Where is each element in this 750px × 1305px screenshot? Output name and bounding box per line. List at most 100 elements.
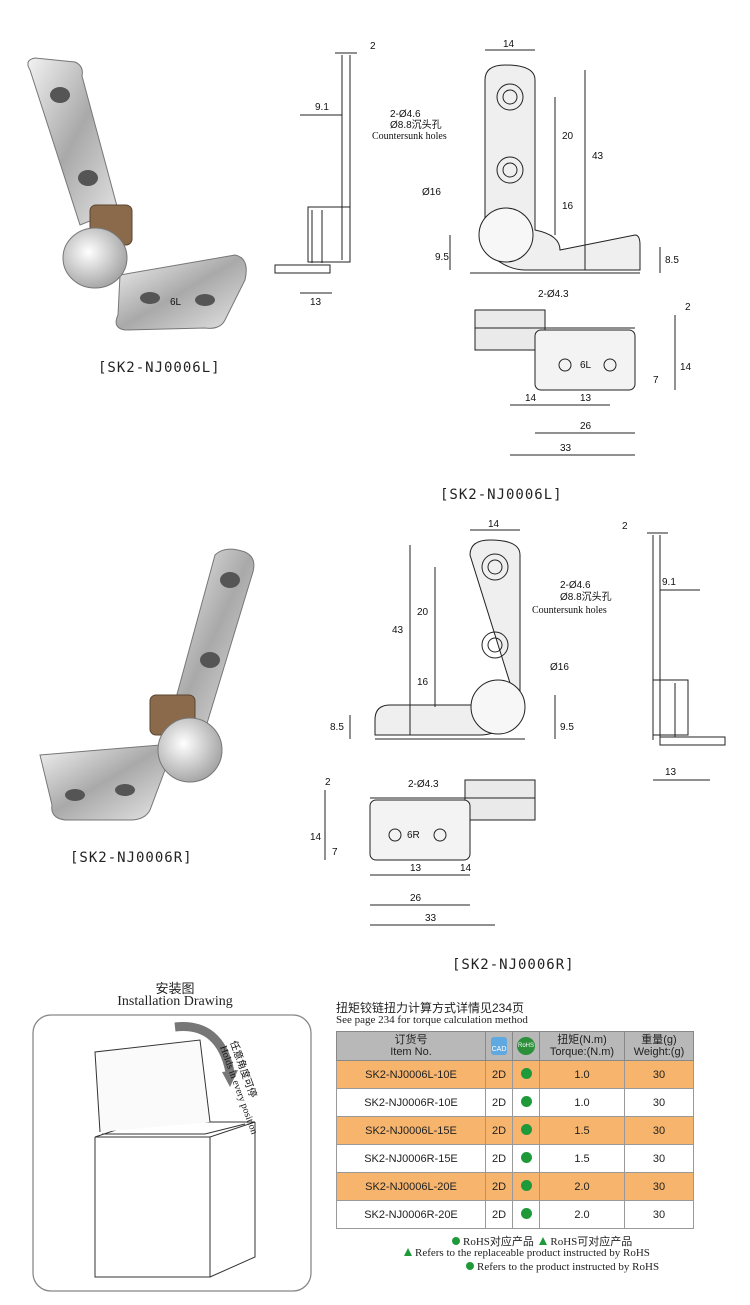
dim-base-hole-h-r: 7 — [332, 847, 338, 858]
torque-cell: 1.5 — [539, 1144, 625, 1173]
dim-base-hole-h: 7 — [653, 375, 659, 386]
dim-countersink: Ø8.8沉头孔 — [390, 118, 442, 131]
dim-height-r: 43 — [392, 625, 404, 636]
dim-base-holes-r: 2-Ø4.3 — [408, 779, 439, 790]
dim-hinge-dia: Ø16 — [422, 187, 441, 198]
header-torque-en: Torque:(N.m) — [549, 1046, 615, 1058]
dim-top-holes-r: 2-Ø4.6 — [560, 580, 591, 591]
rohs-cell — [512, 1060, 540, 1089]
header-item-en: Item No. — [390, 1046, 432, 1058]
dim-flange-h: 8.5 — [665, 255, 679, 266]
dim-base-hole-spacing-r: 13 — [410, 863, 422, 874]
item-no-cell: SK2-NJ0006L-10E — [336, 1060, 486, 1089]
header-weight: 重量(g) Weight:(g) — [624, 1031, 694, 1061]
dim-base-thickness: 2 — [685, 302, 691, 313]
dim-top-holes: 2-Ø4.6 — [390, 109, 421, 120]
header-weight-en: Weight:(g) — [633, 1046, 685, 1058]
cad-cell: 2D — [485, 1144, 513, 1173]
cad-cell: 2D — [485, 1200, 513, 1229]
dim-hinge-center: 16 — [562, 201, 574, 212]
rohs-cell — [512, 1172, 540, 1201]
dim-countersink-r: Ø8.8沉头孔 — [560, 590, 612, 603]
dim-hinge-center-r: 16 — [417, 677, 429, 688]
cad-cell: 2D — [485, 1116, 513, 1145]
photo-label-left: [SK2-NJ0006L] — [98, 360, 221, 376]
item-no-cell: SK2-NJ0006R-20E — [336, 1200, 486, 1229]
torque-cell: 2.0 — [539, 1172, 625, 1201]
dim-base-h: 9.5 — [435, 252, 449, 263]
rohs-dot-icon — [520, 1123, 532, 1135]
dim-countersink-en-r: Countersunk holes — [532, 605, 607, 616]
rohs-cell — [512, 1088, 540, 1117]
dim-base-holes: 2-Ø4.3 — [538, 289, 569, 300]
weight-cell: 30 — [624, 1144, 694, 1173]
dim-depth: 13 — [310, 297, 322, 308]
weight-cell: 30 — [624, 1060, 694, 1089]
cad-cell: 2D — [485, 1060, 513, 1089]
dim-base-thickness-r: 2 — [325, 777, 331, 788]
dim-hole-spacing: 20 — [562, 131, 574, 142]
legend-line2: Refers to the replaceable product instru… — [404, 1247, 650, 1259]
rohs-triangle-icon — [539, 1237, 548, 1245]
weight-cell: 30 — [624, 1088, 694, 1117]
dim-base-height: 14 — [680, 362, 692, 373]
rohs-dot-icon — [520, 1095, 532, 1107]
item-no-cell: SK2-NJ0006L-20E — [336, 1172, 486, 1201]
rohs-dot-icon — [520, 1207, 532, 1219]
header-rohs: RoHS — [512, 1031, 540, 1061]
dim-hole-spacing-r: 20 — [417, 607, 429, 618]
item-no-cell: SK2-NJ0006R-10E — [336, 1088, 486, 1117]
legend-dot-label: RoHS对应产品 — [463, 1236, 534, 1248]
legend-line3: Refers to the product instructed by RoHS — [466, 1261, 659, 1273]
install-title-cn: 安装图 — [155, 981, 195, 996]
dim-flange-h-r: 8.5 — [330, 722, 344, 733]
rohs-dot-icon — [452, 1237, 460, 1245]
hinge-photo-right — [20, 540, 270, 840]
drawing-right: 14 2-Ø4.6 Ø8.8沉头孔 Countersunk holes 20 4… — [310, 519, 740, 940]
cad-cell: 2D — [485, 1088, 513, 1117]
table-caption-cn: 扭矩铰链扭力计算方式详情见234页 — [336, 1001, 525, 1015]
header-weight-cn: 重量(g) — [641, 1034, 677, 1046]
dim-offset: 9.1 — [315, 102, 329, 113]
dim-thickness-r: 2 — [622, 521, 628, 532]
torque-cell: 1.0 — [539, 1060, 625, 1089]
stamp-left: 6L — [170, 297, 182, 308]
dim-base-total: 33 — [560, 443, 572, 454]
hinge-photo-left: 6L — [0, 0, 270, 350]
stamp-drawing-left: 6L — [580, 360, 592, 371]
installation-drawing: 任意角度可停 Holds in every position — [30, 1012, 315, 1297]
item-no-cell: SK2-NJ0006R-15E — [336, 1144, 486, 1173]
rohs-cell — [512, 1116, 540, 1145]
torque-cell: 1.5 — [539, 1116, 625, 1145]
torque-cell: 1.0 — [539, 1088, 625, 1117]
rohs-cell — [512, 1144, 540, 1173]
dim-base-hole-spacing: 13 — [580, 393, 592, 404]
dim-hole-offset: 14 — [525, 393, 537, 404]
rohs-icon: RoHS — [517, 1037, 535, 1055]
table-caption-en: See page 234 for torque calculation meth… — [336, 1014, 528, 1026]
dim-base-total-r: 33 — [425, 913, 437, 924]
legend-line1: RoHS对应产品 RoHS可对应产品 — [452, 1233, 632, 1249]
legend-line3-text: Refers to the product instructed by RoHS — [477, 1261, 660, 1273]
dim-height: 43 — [592, 151, 604, 162]
weight-cell: 30 — [624, 1116, 694, 1145]
drawing-label-right: [SK2-NJ0006R] — [452, 957, 575, 973]
weight-cell: 30 — [624, 1200, 694, 1229]
header-torque-cn: 扭矩(N.m) — [557, 1034, 607, 1046]
header-item: 订货号 Item No. — [336, 1031, 486, 1061]
dim-base-span: 26 — [580, 421, 592, 432]
header-cad: CAD — [485, 1031, 513, 1061]
torque-cell: 2.0 — [539, 1200, 625, 1229]
rohs-dot-icon — [520, 1151, 532, 1163]
install-title-en: Installation Drawing — [117, 994, 233, 1009]
dim-offset-r: 9.1 — [662, 577, 676, 588]
rohs-triangle-icon — [404, 1248, 412, 1256]
dim-countersink-en: Countersunk holes — [372, 131, 447, 142]
rohs-dot-icon — [466, 1262, 474, 1270]
dim-thickness: 2 — [370, 41, 376, 52]
